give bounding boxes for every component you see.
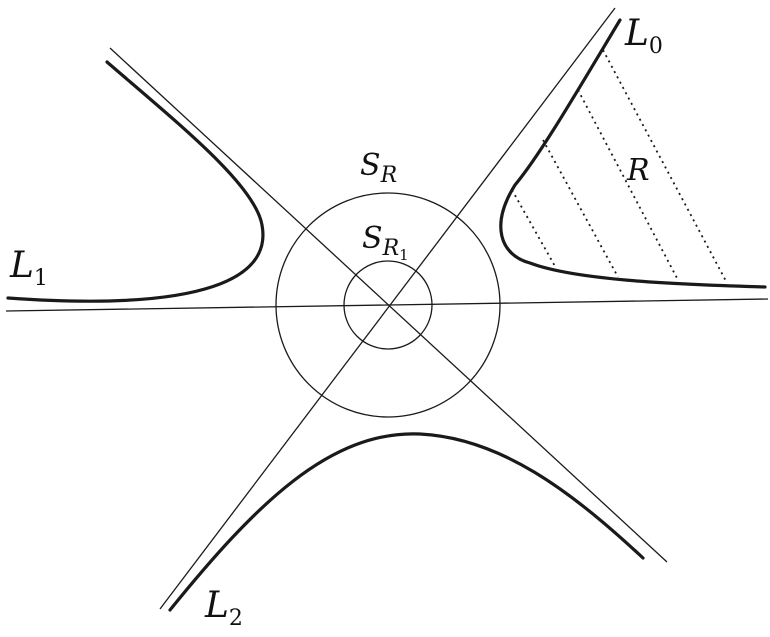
- label-s-r1: SR1: [362, 221, 409, 264]
- region-hatching: [511, 49, 728, 284]
- label-l0: L0: [624, 13, 663, 59]
- asymptote-line-l1-diagonal: [109, 47, 668, 563]
- label-region-r: R: [626, 153, 650, 188]
- curve-l0: [499, 18, 767, 289]
- asymptote-line-horizontal: [5, 298, 769, 312]
- label-l1: L1: [9, 245, 48, 291]
- curve-l2: [168, 432, 645, 612]
- label-s-r: SR: [360, 148, 397, 188]
- curve-l1: [6, 60, 265, 303]
- label-l2: L2: [204, 585, 243, 631]
- asymptote-line-l0-l2: [159, 7, 616, 610]
- circle-s-r1: [343, 260, 433, 350]
- circle-s-r: [275, 192, 501, 418]
